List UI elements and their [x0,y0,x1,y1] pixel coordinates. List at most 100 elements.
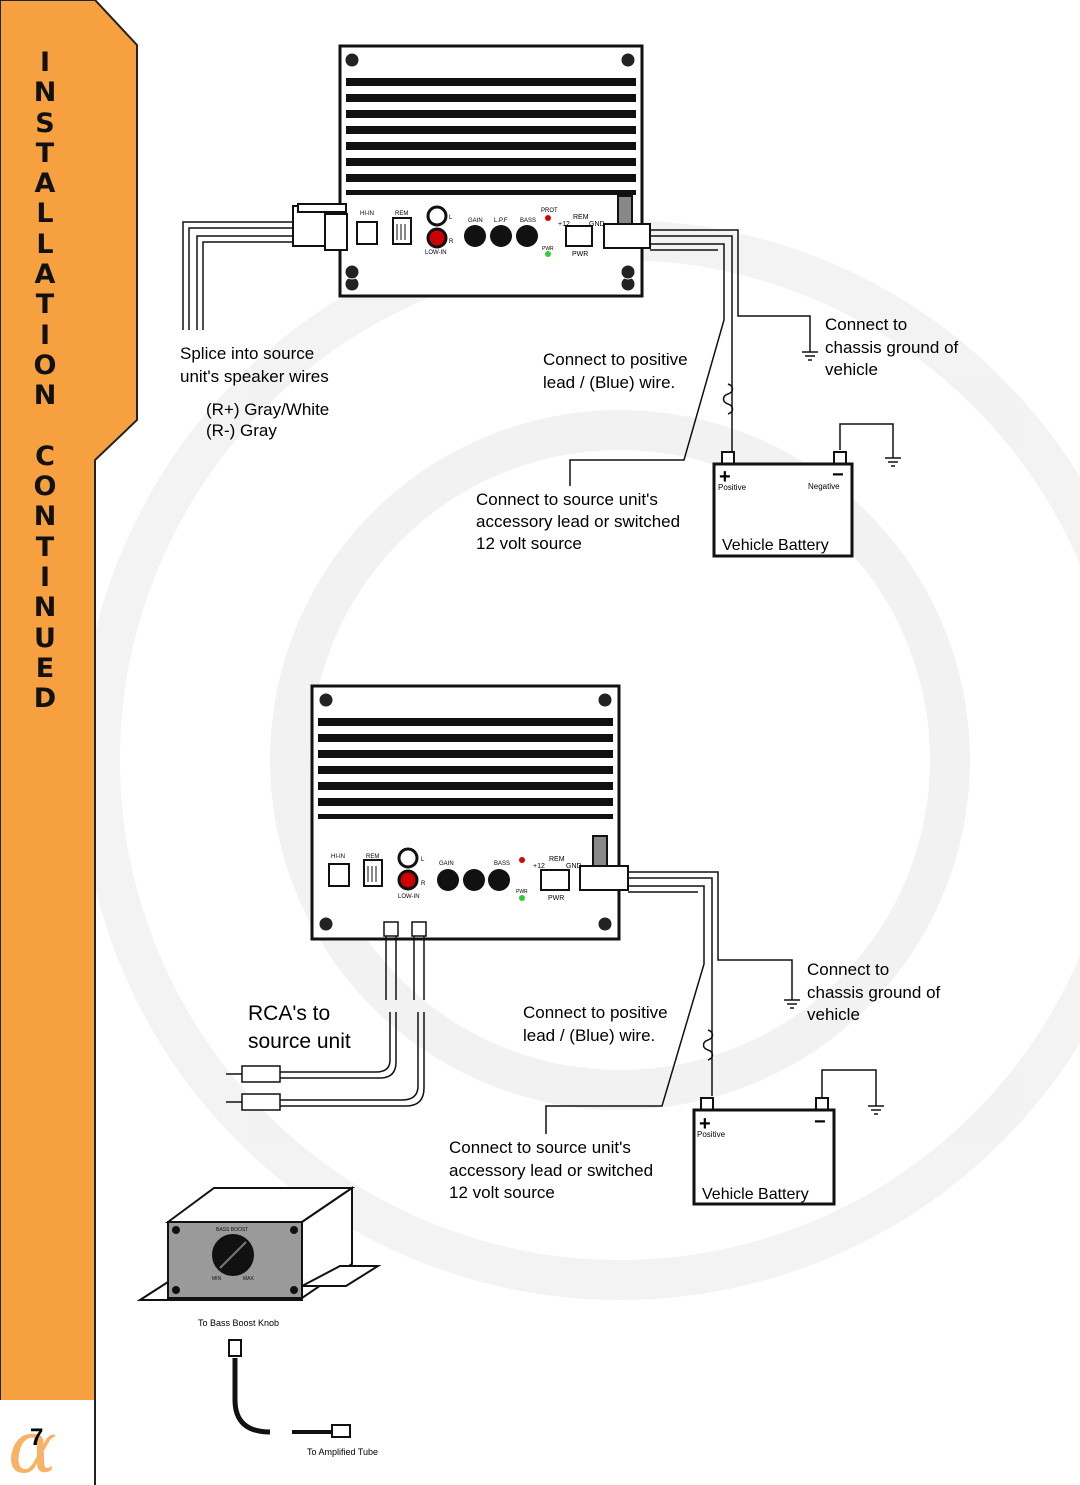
bottom-rem-label: REM [366,854,379,860]
top-r-minus-label: (R-) Gray [206,421,277,440]
top-speaker-wires [182,221,296,330]
bottom-gnd-label: GND [566,863,582,870]
top-pwr-label: PWR [542,246,554,252]
bottom-acc-label-3: 12 volt source [449,1183,555,1202]
bottom-battery-label: Vehicle Battery [702,1186,809,1203]
top-acc-label-1: Connect to source unit's [476,490,658,509]
top-ground-icon [802,351,818,361]
bottom-gain-label: GAIN [439,861,454,867]
bottom-power-wires [545,871,793,1134]
top-pwr2-label: PWR [572,251,588,258]
bottom-pwr2-label: PWR [548,895,564,902]
top-lpf-label: L.P.F [494,218,508,224]
top-splice-label-1: Splice into source [180,344,314,363]
top-hi-in-label: HI-IN [360,211,374,217]
sidebar-title-letter: A [34,168,56,200]
sidebar-title-letter: N [33,501,57,533]
rca-cables [226,921,427,1111]
bottom-pwr-label: PWR [516,889,528,895]
top-speaker-connector [292,203,348,251]
bottom-positive-label-2: lead / (Blue) wire. [523,1026,655,1045]
top-battery-label: Vehicle Battery [722,537,829,554]
bottom-bass-label: BASS [494,861,510,867]
bottom-ground-label-3: vehicle [807,1005,860,1024]
bass-boost-title: BASS BOOST [216,1227,248,1233]
bass-boost-remote [136,1186,382,1301]
sidebar-title-letter [16,412,74,442]
bottom-battery-minus: − [814,1111,826,1133]
top-splice-label-2: unit's speaker wires [180,367,329,386]
top-gain-label: GAIN [468,218,483,224]
bottom-rem2-label: REM [549,856,565,863]
sidebar-title-letter: U [34,622,56,654]
sidebar-title-letter: N [33,592,57,624]
sidebar-title-letter: T [35,137,55,169]
bottom-low-in-label: LOW-IN [398,894,420,900]
bottom-ground-label-1: Connect to [807,960,889,979]
sidebar-title-letter: O [33,349,57,381]
bass-boost-max: MAX [243,1276,255,1282]
bass-boost-min: MIN [212,1276,222,1282]
sidebar-title-letter: L [36,198,54,230]
alpha-logo-icon: α [8,1405,57,1485]
bottom-battery-plus: + [699,1113,711,1135]
sidebar-title-letter: L [36,228,54,260]
sidebar-title-letter: T [35,289,55,321]
top-prot-label: PROT [541,208,558,214]
top-battery-negative: Negative [808,482,840,491]
sidebar-tab [0,0,138,1485]
top-battery-ground-icon [839,423,901,467]
top-fuse-icon [722,383,734,415]
top-battery-positive: Positive [718,483,747,492]
top-rem-label: REM [395,211,408,217]
top-gnd-label: GND [589,221,605,228]
top-power-wires [569,229,811,486]
remote-cable [228,1339,351,1438]
page-number: 7 [30,1424,43,1451]
top-ground-label-2: chassis ground of [825,338,959,357]
bottom-r-label: R [421,881,426,887]
rca-label-1: RCA's to [248,1002,330,1025]
top-plus12-label: +12 [558,221,570,228]
top-r-plus-label: (R+) Gray/White [206,400,329,419]
top-rem2-label: REM [573,214,589,221]
sidebar-title-letter: S [35,107,55,139]
bottom-hi-in-label: HI-IN [331,854,345,860]
top-r-label: R [449,239,454,245]
sidebar-title-letter: C [35,440,55,472]
rca-label-2: source unit [248,1030,351,1053]
bottom-battery-positive: Positive [697,1130,726,1139]
top-amplifier [338,44,651,298]
top-battery-minus: − [832,464,844,486]
bottom-acc-label-1: Connect to source unit's [449,1138,631,1157]
top-ground-label-3: vehicle [825,360,878,379]
sidebar-title-letter: A [34,259,56,291]
sidebar-title-letter: N [33,77,57,109]
top-battery-plus: + [719,466,731,488]
sidebar-title-letter: E [35,652,55,684]
top-acc-label-3: 12 volt source [476,534,582,553]
sidebar-title-letter: N [33,380,57,412]
sidebar-title-letter: I [39,319,51,351]
bottom-fuse-icon [702,1029,714,1061]
bottom-ground-label-2: chassis ground of [807,983,941,1002]
bottom-amplifier [310,684,629,941]
sidebar-title-letter: I [39,562,51,594]
bass-boost-caption-top: To Bass Boost Knob [198,1318,279,1328]
sidebar-title-letter: T [35,531,55,563]
sidebar-title-letter: I [39,47,51,78]
top-l-label: L [449,215,453,221]
bottom-l-label: L [421,857,425,863]
bottom-ground-icon [784,999,800,1009]
top-bass-label: BASS [520,218,536,224]
bottom-battery-ground-icon [821,1069,884,1115]
top-low-in-label: LOW-IN [425,250,447,256]
bass-boost-caption-bottom: To Amplified Tube [307,1447,378,1457]
top-acc-label-2: accessory lead or switched [476,512,680,531]
bottom-vehicle-battery [692,1097,836,1206]
sidebar-title-letter: D [33,683,57,715]
bottom-acc-label-2: accessory lead or switched [449,1161,653,1180]
top-positive-label-1: Connect to positive [543,350,688,369]
